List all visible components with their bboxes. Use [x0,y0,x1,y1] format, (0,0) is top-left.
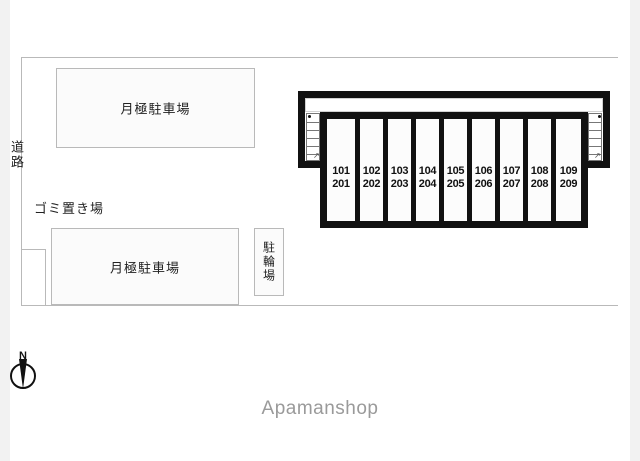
unit-cell[interactable]: 104 204 [416,119,439,221]
building-corridor [305,98,603,112]
unit-number-floor1: 109 [559,165,578,177]
unit-divider [439,112,444,228]
unit-number-floor1: 102 [362,165,381,177]
unit-numbers: 107 207 [500,165,523,191]
unit-divider [355,112,360,228]
stairs-left-icon: ↗ [306,113,320,161]
canvas-right-edge-strip [630,0,640,461]
unit-number-floor1: 106 [474,165,493,177]
building-wall-step-right [581,161,610,168]
site-boundary-left [21,57,22,306]
unit-divider [495,112,500,228]
unit-number-floor1: 104 [418,165,437,177]
compass-north-label: N [19,350,27,362]
unit-numbers: 108 208 [528,165,551,191]
unit-number-floor1: 103 [390,165,409,177]
unit-number-floor2: 203 [390,178,409,190]
unit-cell[interactable]: 101 201 [327,119,355,221]
site-boundary-top [21,57,618,58]
building-wall-lower-right [581,112,588,228]
unit-number-floor2: 206 [474,178,493,190]
unit-numbers: 102 202 [360,165,383,191]
building-wall-lower-left [320,112,327,228]
unit-number-floor2: 207 [502,178,521,190]
compass-needle [19,359,27,389]
unit-number-floor1: 101 [332,165,350,177]
unit-cell[interactable]: 107 207 [500,119,523,221]
unit-cell[interactable]: 109 209 [556,119,581,221]
unit-divider [383,112,388,228]
stairs-right-icon: ↗ [588,113,602,161]
building-wall-outer-top [298,91,610,98]
unit-number-floor2: 202 [362,178,381,190]
unit-numbers: 106 206 [472,165,495,191]
building-wall-lower-bottom [320,221,588,228]
unit-divider [411,112,416,228]
site-driveway-notch-side [45,249,46,305]
unit-number-floor2: 208 [530,178,549,190]
stairs-right-arrow: ↗ [594,151,601,160]
road-label: 道路 [9,140,24,170]
unit-numbers: 103 203 [388,165,411,191]
unit-cell[interactable]: 105 205 [444,119,467,221]
apartment-building: 101 201 102 202 103 203 104 204 105 [298,91,610,229]
unit-number-floor1: 107 [502,165,521,177]
unit-number-floor2: 209 [559,178,578,190]
unit-number-floor1: 108 [530,165,549,177]
unit-numbers: 109 209 [556,165,581,191]
unit-number-floor2: 201 [332,178,350,190]
lot-bicycle-parking-label: 駐輪場 [261,241,276,283]
building-wall-inner-top [320,112,588,119]
unit-numbers: 101 201 [327,165,355,191]
stairs-left-arrow: ↗ [313,151,320,160]
lot-parking-lower-label: 月極駐車場 [109,260,180,275]
lot-parking-upper: 月極駐車場 [56,68,255,148]
unit-number-floor2: 204 [418,178,437,190]
site-driveway-notch-top [21,249,45,250]
unit-numbers: 105 205 [444,165,467,191]
watermark-apamanshop: Apamanshop [261,398,379,419]
garbage-area-label: ゴミ置き場 [34,201,105,216]
unit-divider [467,112,472,228]
lot-parking-upper-label: 月極駐車場 [120,101,191,117]
unit-divider [523,112,528,228]
unit-divider [551,112,556,228]
north-arrow-icon: N [10,350,36,392]
unit-number-floor1: 105 [446,165,465,177]
unit-cell[interactable]: 106 206 [472,119,495,221]
site-boundary-bottom [21,305,618,306]
unit-numbers: 104 204 [416,165,439,191]
lot-parking-lower: 月極駐車場 [51,228,239,305]
building-wall-outer-right [603,91,610,168]
unit-cell[interactable]: 103 203 [388,119,411,221]
unit-cell[interactable]: 102 202 [360,119,383,221]
canvas-left-edge-strip [0,0,10,461]
lot-bicycle-parking: 駐輪場 [254,228,284,296]
unit-number-floor2: 205 [446,178,465,190]
building-wall-outer-left [298,91,305,168]
building-wall-step-left [298,161,327,168]
unit-cell[interactable]: 108 208 [528,119,551,221]
